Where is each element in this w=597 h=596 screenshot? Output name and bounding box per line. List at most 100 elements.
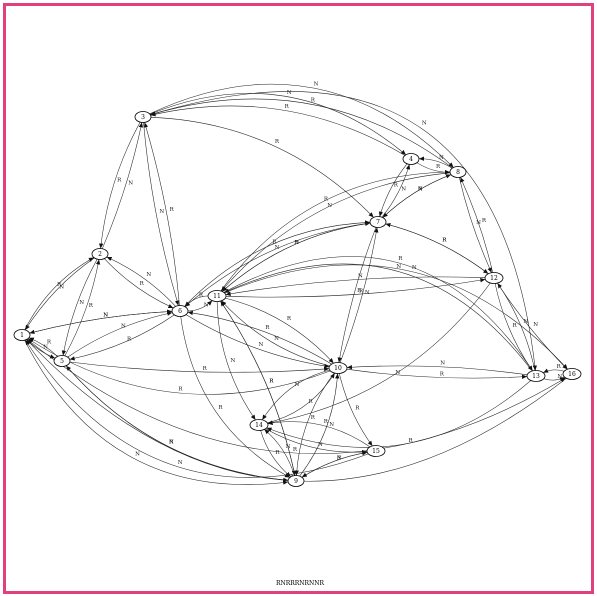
edge-4-to-8: R [416,162,451,175]
edge-path [98,121,141,249]
edge-11-to-9: R [220,300,297,476]
node-shape [526,370,546,382]
edge-16-to-1: N [26,339,567,482]
node-shape [328,362,348,374]
edge-label: R [89,303,94,309]
edge-label: N [274,336,279,342]
edge-path [184,220,371,307]
edge-label: R [294,240,299,246]
edge-10-to-6: R [187,310,332,365]
edge-2-to-6: R [104,258,174,309]
edge-label: R [127,337,132,343]
edge-7-to-10: R [337,227,377,363]
edge-path [104,258,174,309]
edge-label: R [357,288,362,294]
edge-label: R [442,238,447,244]
edge-path [382,174,452,218]
node-shape [91,248,109,260]
edge-path [220,169,451,292]
edge-3-to-7: R [150,117,374,218]
edge-path [143,122,180,306]
edge-6-to-3: R [143,122,180,306]
edge-label: N [259,342,264,348]
edge-6-to-1: N [29,311,173,334]
node-shape [366,445,386,457]
edge-label: N [128,181,133,187]
edge-label: N [159,209,164,215]
edge-label: N [103,313,108,319]
edge-label: R [513,323,518,329]
edge-path [337,227,377,363]
edge-path [67,311,173,358]
edge-label: N [178,460,183,466]
edge-12-to-16: N [497,282,568,370]
edge-9-to-11: R [220,300,296,476]
edge-label: R [269,379,274,385]
edge-7-to-4: N [381,164,411,218]
edge-3-to-8: N [149,82,454,168]
edge-path [102,122,144,249]
edge-path [216,301,256,421]
edge-10-to-7: N [339,227,379,363]
node-label: 7 [376,219,380,226]
edge-label: N [365,290,370,296]
edge-11-to-16: N [224,264,568,370]
edge-path [221,300,330,367]
edge-label: N [318,442,323,448]
node-label: 16 [568,371,576,378]
edge-label: R [557,364,562,370]
node-shape [249,419,269,431]
node-label: 12 [490,275,498,282]
edge-label: N [412,265,417,271]
edge-path [25,339,369,478]
node-label: 14 [255,422,263,429]
edge-10-to-13: R [346,368,528,379]
edge-path [221,221,371,292]
edge-label: N [533,322,538,328]
node-label: 15 [372,448,380,455]
edge-14-to-9: R [260,430,292,478]
node-shape [369,216,387,228]
edge-path [184,222,371,307]
edge-6-to-5: R [69,314,175,361]
edge-5-to-9: N [65,365,289,483]
edge-label: R [337,455,342,461]
edge-11-to-14: N [216,301,256,421]
node-11: 11 [207,290,227,302]
node-label: 11 [213,293,221,300]
edge-path [64,259,101,357]
edge-path [150,91,538,371]
edge-label: N [231,358,236,364]
edge-6-to-11: N [187,300,213,312]
edge-label: N [337,455,342,461]
edge-3-to-4: N [149,90,407,156]
node-4: 4 [402,153,420,165]
edge-label: R [275,139,280,145]
edge-label: R [218,405,223,411]
edge-label: N [294,240,299,246]
node-label: 4 [409,156,413,163]
node-10: 10 [328,362,348,374]
edge-path [65,365,289,483]
edge-label: N [121,324,126,330]
edge-path [267,372,335,424]
edge-path [266,380,531,448]
edge-10-to-11: N [221,300,330,367]
node-shape [449,166,467,178]
edge-path [150,98,453,169]
edge-11-to-13: R [223,256,533,372]
edge-12-to-13: R [494,283,533,372]
edge-label: R [203,366,208,372]
edge-label: R [311,415,316,421]
edge-path [460,177,493,273]
node-label: 5 [60,358,64,365]
edge-label: N [314,82,319,88]
edge-label: R [140,281,145,287]
edge-8-to-4: N [418,155,453,169]
edge-label: R [57,282,62,288]
edge-path [224,264,568,370]
node-label: 3 [141,114,145,121]
node-shape [171,305,189,317]
edge-7-to-11: N [221,222,371,292]
edge-label: N [440,361,445,367]
